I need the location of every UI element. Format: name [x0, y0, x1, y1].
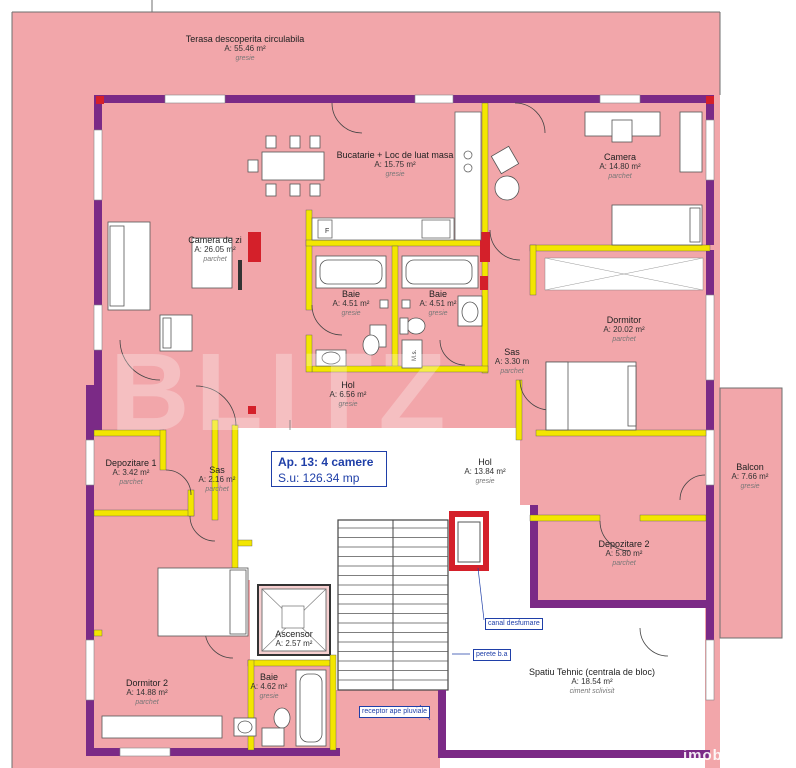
room-baie-2-material: gresie — [428, 310, 447, 317]
room-baie-3-name: Baie — [260, 672, 278, 682]
room-camera-zi-name: Camera de zi — [188, 235, 242, 245]
room-depozitare-1-material: parchet — [118, 479, 143, 486]
tv-unit — [249, 232, 261, 262]
room-baie-2-name: Baie — [429, 289, 447, 299]
room-baie-1-name: Baie — [342, 289, 360, 299]
windows — [85, 94, 715, 757]
bed-dormitor-2 — [101, 567, 249, 739]
balcony — [719, 387, 783, 639]
room-hol-top-material: gresie — [338, 401, 357, 408]
room-dormitor-2-name: Dormitor 2 — [126, 678, 168, 688]
room-bucatarie-area: A: 15.75 m² — [374, 160, 416, 169]
room-hol-top-area: A: 6.56 m² — [330, 390, 367, 399]
room-sas-right-material: parchet — [499, 368, 524, 375]
room-baie-1-area: A: 4.51 m² — [333, 299, 370, 308]
staircase — [337, 519, 449, 691]
room-baie-1-material: gresie — [341, 310, 360, 317]
living-furniture — [107, 221, 233, 352]
room-dormitor-2-material: parchet — [134, 699, 159, 706]
room-sas-left-material: parchet — [204, 486, 229, 493]
desk — [490, 111, 703, 201]
room-dormitor-1-material: parchet — [611, 336, 636, 343]
room-balcon-material: gresie — [740, 483, 759, 490]
bed-camera — [611, 204, 703, 246]
room-spatiu-tehnic-material: ciment sclivisit — [570, 688, 616, 695]
room-terasa-area: A: 55.46 m² — [224, 44, 266, 53]
room-hol-main-name: Hol — [478, 457, 492, 467]
apartment-surface: S.u: 126.34 mp — [278, 471, 360, 485]
room-camera-name: Camera — [604, 152, 636, 162]
room-dormitor-1-area: A: 20.02 m² — [603, 325, 645, 334]
room-sas-right-area: A: 3.30 m — [495, 357, 530, 366]
room-balcon-area: A: 7.66 m² — [732, 472, 769, 481]
room-dormitor-1-name: Dormitor — [607, 315, 642, 325]
room-sas-left-area: A: 2.16 m² — [199, 475, 236, 484]
room-spatiu-tehnic-name: Spatiu Tehnic (centrala de bloc) — [529, 667, 655, 677]
room-depozitare-2-area: A: 5.80 m² — [606, 549, 643, 558]
room-depozitare-2-material: parchet — [611, 560, 636, 567]
smoke-duct-tag: canal desfumare — [485, 618, 543, 630]
brand-logo: imobiliare.ro — [682, 747, 786, 764]
rainwater-tag: receptor ape pluviale — [359, 706, 430, 718]
room-depozitare-1-area: A: 3.42 m² — [113, 468, 150, 477]
room-depozitare-1-name: Depozitare 1 — [105, 458, 156, 468]
room-balcon-name: Balcon — [736, 462, 764, 472]
room-ascensor-name: Ascensor — [275, 629, 313, 639]
room-camera-area: A: 14.80 m² — [599, 162, 641, 171]
bathroom-2-fixtures — [399, 255, 483, 369]
room-bucatarie-material: gresie — [385, 171, 404, 178]
machine-label: M.s. — [412, 349, 418, 361]
room-baie-2-area: A: 4.51 m² — [420, 299, 457, 308]
apartment-title: Ap. 13: 4 camere — [278, 455, 374, 469]
room-sas-left-name: Sas — [209, 465, 225, 475]
room-dormitor-2-area: A: 14.88 m² — [126, 688, 168, 697]
elevator-car — [261, 588, 327, 652]
room-spatiu-tehnic-area: A: 18.54 m² — [571, 677, 613, 686]
dining-table — [247, 135, 325, 197]
room-hol-main-material: gresie — [475, 478, 494, 485]
room-terasa-material: gresie — [235, 55, 254, 62]
room-bucatarie-name: Bucatarie + Loc de luat masa — [337, 150, 454, 160]
room-baie-3-area: A: 4.62 m² — [251, 682, 288, 691]
kitchen-counter — [311, 111, 482, 241]
watermark: BLITZ — [110, 331, 452, 454]
room-hol-main-area: A: 13.84 m² — [464, 467, 506, 476]
doors — [119, 102, 706, 659]
room-hol-top-name: Hol — [341, 380, 355, 390]
bed-dormitor — [545, 361, 637, 431]
fridge-label: F — [325, 228, 329, 235]
room-ascensor-area: A: 2.57 m² — [276, 639, 313, 648]
room-terasa-name: Terasa descoperita circulabila — [186, 34, 305, 44]
concrete-wall-tag: perete b.a — [473, 649, 511, 661]
room-camera-zi-material: parchet — [202, 256, 227, 263]
room-camera-zi-area: A: 26.05 m² — [194, 245, 236, 254]
bathroom-1-fixtures — [315, 255, 389, 367]
room-depozitare-2-name: Depozitare 2 — [598, 539, 649, 549]
bathroom-3-fixtures — [233, 669, 327, 747]
room-sas-right-name: Sas — [504, 347, 520, 357]
room-baie-3-material: gresie — [259, 693, 278, 700]
apartment-info-box: Ap. 13: 4 camere S.u: 126.34 mp — [271, 451, 387, 487]
room-camera-material: parchet — [607, 173, 632, 180]
